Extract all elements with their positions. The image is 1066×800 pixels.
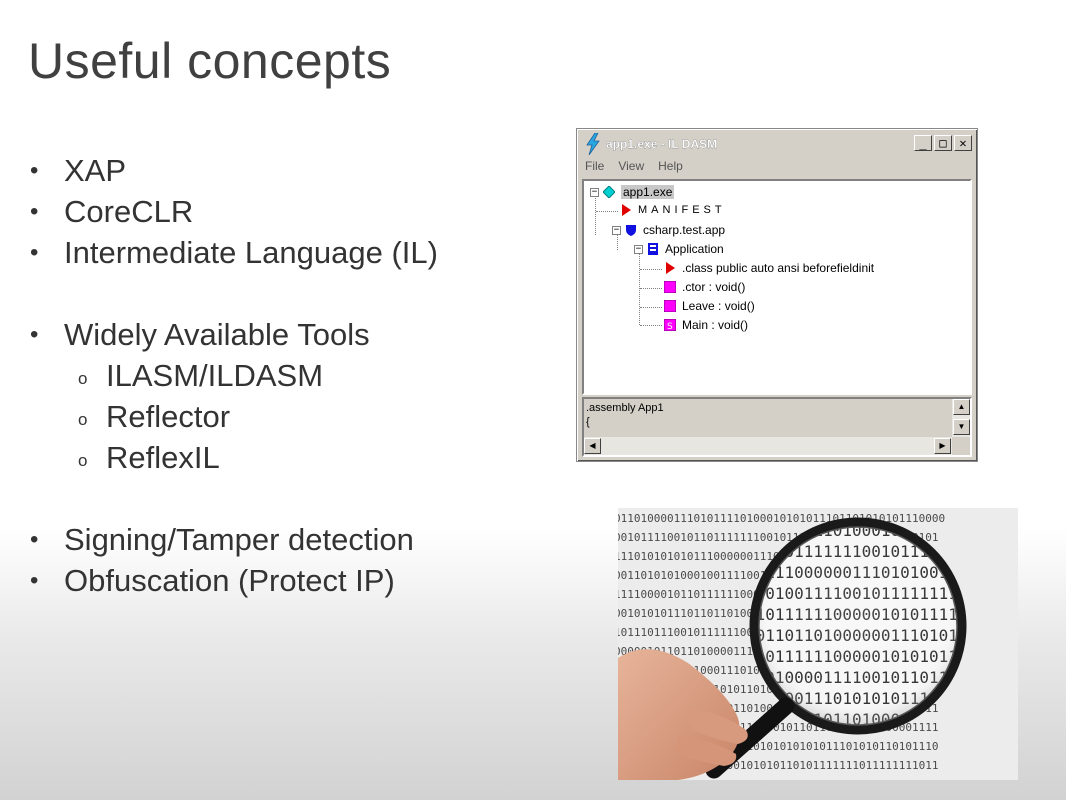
- scroll-down-button[interactable]: ▼: [953, 419, 970, 435]
- scroll-up-button[interactable]: ▲: [953, 399, 970, 415]
- tree-node-label: .class public auto ansi beforefieldinit: [682, 261, 875, 275]
- menu-help[interactable]: Help: [658, 159, 683, 173]
- lightning-icon: [586, 133, 600, 155]
- tree-node-member[interactable]: S Main : void(): [664, 318, 748, 332]
- bullet-dot: •: [30, 321, 39, 348]
- close-button[interactable]: ✕: [954, 135, 972, 151]
- ildasm-window: app1.exe - IL DASM _ □ ✕ File View Help …: [576, 128, 978, 462]
- scroll-left-button[interactable]: ◀: [584, 438, 601, 454]
- method-icon: [664, 300, 676, 312]
- tree-node-label: app1.exe: [621, 185, 675, 199]
- sub-bullet-marker: o: [78, 369, 88, 388]
- bullet-text: Obfuscation (Protect IP): [64, 563, 395, 598]
- bullet-text: Widely Available Tools: [64, 317, 370, 352]
- tree-node-label: csharp.test.app: [643, 223, 726, 237]
- slide-title: Useful concepts: [28, 33, 392, 89]
- tree-node-root[interactable]: − app1.exe: [590, 185, 675, 199]
- bullet-dot: •: [30, 567, 39, 594]
- horizontal-scrollbar[interactable]: [584, 437, 952, 455]
- bullet-dot: •: [30, 239, 39, 266]
- bullet-text: Intermediate Language (IL): [64, 235, 438, 270]
- triangle-right-icon: [666, 262, 675, 274]
- sub-bullet-item: o ILASM/ILDASM: [28, 355, 568, 396]
- tree-node-class[interactable]: − Application: [634, 242, 724, 256]
- code-pane[interactable]: .assembly App1 { ▲ ▼ ◀ ▶: [582, 397, 972, 457]
- binary-row: 0110100001110101111010001010101110110101…: [618, 512, 945, 525]
- diamond-icon: [603, 186, 615, 198]
- tree-node-label: MANIFEST: [638, 204, 726, 216]
- method-icon: [664, 281, 676, 293]
- bullet-list: • XAP • CoreCLR • Intermediate Language (IL…: [28, 150, 568, 601]
- bullet-text: Signing/Tamper detection: [64, 522, 414, 557]
- bullet-item: • Intermediate Language (IL): [28, 232, 568, 273]
- collapse-icon[interactable]: −: [612, 224, 621, 235]
- tree-view[interactable]: − app1.exe MANIFEST − csharp.test.app − …: [582, 179, 972, 395]
- minimize-button[interactable]: _: [914, 135, 932, 151]
- menu-file[interactable]: File: [585, 159, 605, 173]
- tree-node-label: Main : void(): [682, 318, 749, 332]
- shield-icon: [626, 225, 636, 236]
- scroll-right-button[interactable]: ▶: [934, 438, 951, 454]
- maximize-button[interactable]: □: [934, 135, 952, 151]
- tree-node-member[interactable]: .class public auto ansi beforefieldinit: [664, 261, 874, 275]
- bullet-dot: •: [30, 157, 39, 184]
- class-icon: [648, 243, 658, 255]
- code-line: {: [586, 416, 590, 428]
- bullet-item: • XAP: [28, 150, 568, 191]
- sub-bullet-marker: o: [78, 410, 88, 429]
- sub-bullet-marker: o: [78, 451, 88, 470]
- tree-node-namespace[interactable]: − csharp.test.app: [612, 223, 725, 237]
- svg-text:S: S: [667, 322, 673, 331]
- tree-node-label: Application: [665, 242, 724, 256]
- menu-view[interactable]: View: [618, 159, 645, 173]
- bullet-item: • CoreCLR: [28, 191, 568, 232]
- bullet-item: • Signing/Tamper detection: [28, 519, 568, 560]
- tree-node-label: .ctor : void(): [682, 280, 746, 294]
- static-method-icon: S: [664, 319, 676, 331]
- magnifier-binary-photo: 0110100001110101111010001010101110110101…: [618, 508, 1018, 780]
- tree-node-label: Leave : void(): [682, 299, 755, 313]
- window-controls: _ □ ✕: [914, 135, 972, 151]
- triangle-right-icon: [622, 204, 631, 216]
- bullet-text: XAP: [64, 153, 127, 188]
- window-titlebar[interactable]: app1.exe - IL DASM _ □ ✕: [580, 132, 974, 156]
- tree-node-member[interactable]: .ctor : void(): [664, 280, 745, 294]
- sub-bullet-item: o Reflector: [28, 396, 568, 437]
- sub-bullet-text: ReflexIL: [106, 440, 220, 475]
- code-line: .assembly App1: [586, 402, 664, 414]
- sub-bullet-text: Reflector: [106, 399, 231, 434]
- menu-bar: File View Help: [585, 159, 683, 173]
- magnifier-illustration: 0110100001110101111010001010101110110101…: [618, 508, 1018, 780]
- bullet-text: CoreCLR: [64, 194, 194, 229]
- tree-node-manifest[interactable]: MANIFEST: [620, 204, 726, 216]
- collapse-icon[interactable]: −: [634, 243, 643, 254]
- collapse-icon[interactable]: −: [590, 186, 599, 197]
- bullet-dot: •: [30, 198, 39, 225]
- tree-node-member[interactable]: Leave : void(): [664, 299, 755, 313]
- sub-bullet-text: ILASM/ILDASM: [106, 358, 324, 393]
- bullet-dot: •: [30, 526, 39, 553]
- bullet-item: • Widely Available Tools: [28, 314, 568, 355]
- window-title: app1.exe - IL DASM: [606, 137, 718, 151]
- code-text: .assembly App1 {: [586, 401, 950, 435]
- sub-bullet-item: o ReflexIL: [28, 437, 568, 478]
- bullet-item: • Obfuscation (Protect IP): [28, 560, 568, 601]
